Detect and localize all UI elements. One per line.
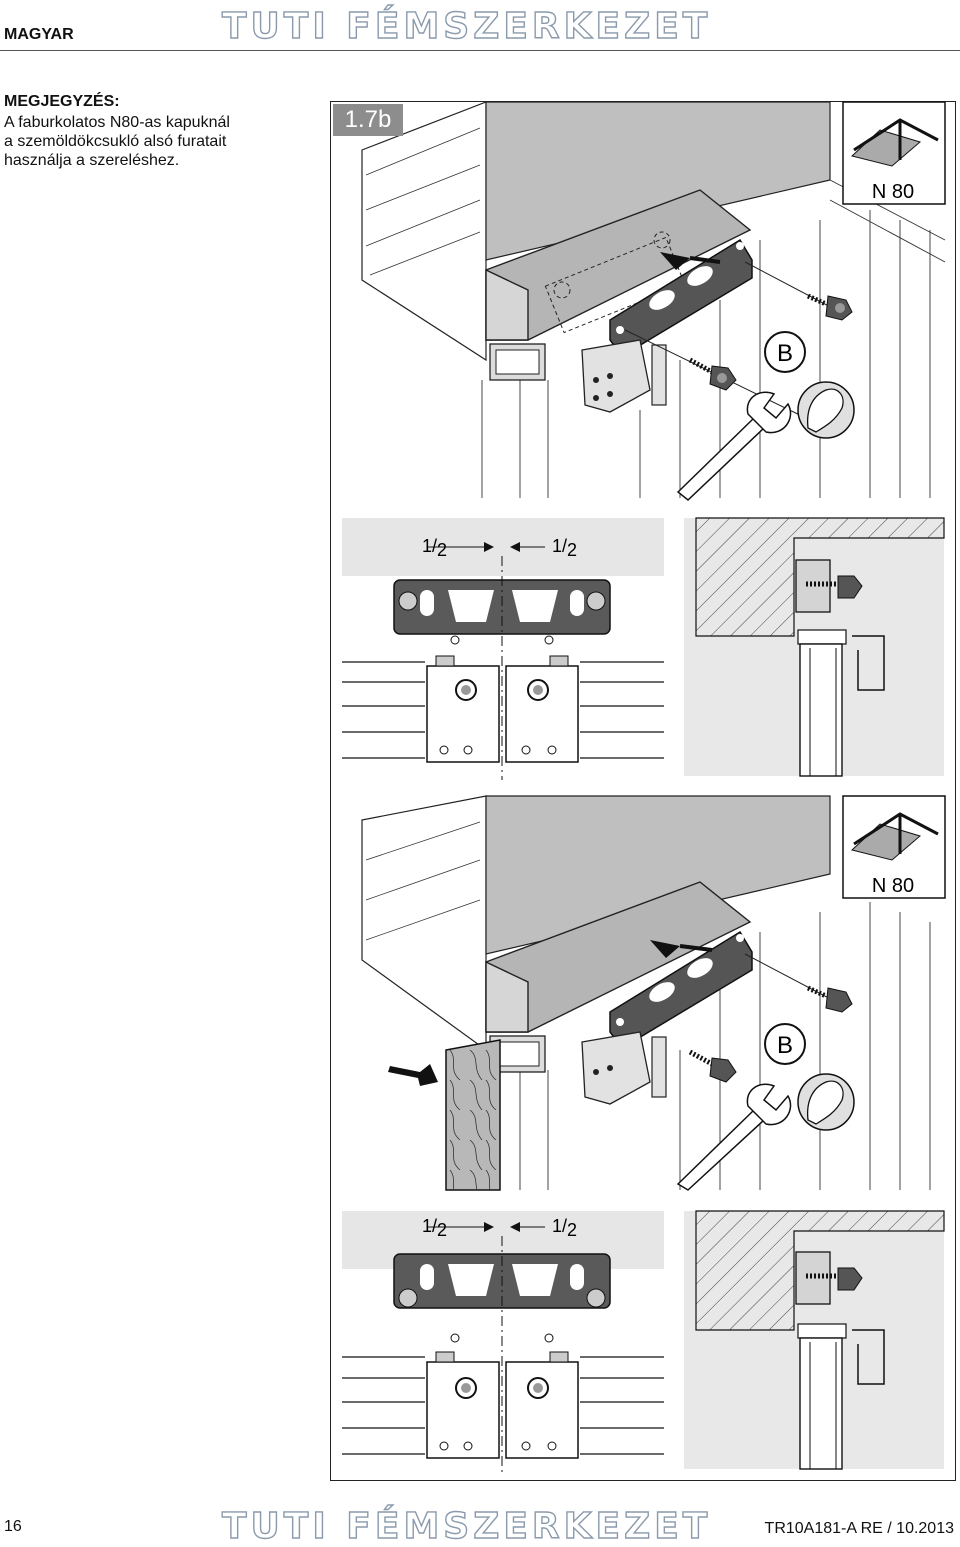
wrench-top <box>676 391 792 501</box>
model-box-bottom: N 80 <box>842 795 946 899</box>
screw-callout-bottom <box>764 1023 806 1065</box>
language-label: MAGYAR <box>4 26 74 43</box>
watermark-top: TUTI FÉMSZERKEZET <box>221 5 712 47</box>
screw-label-bottom: B <box>777 1032 793 1059</box>
half-right-top: 1/2 <box>552 536 577 560</box>
detail-front-top: 1/2 1/2 <box>342 518 664 780</box>
half-left-bottom: 1/2 <box>422 1216 447 1240</box>
note-block: MEGJEGYZÉS: A faburkolatos N80-as kapukn… <box>4 92 324 170</box>
hinge-plate-bottom <box>609 930 753 1049</box>
half-right-bottom: 1/2 <box>552 1216 577 1240</box>
wall-left <box>361 101 487 362</box>
note-line-3: használja a szereléshez. <box>4 152 180 169</box>
screw-callout-top <box>764 331 806 373</box>
header-divider <box>0 50 960 51</box>
model-label-top: N 80 <box>872 181 914 203</box>
model-box-top: N 80 <box>842 101 946 205</box>
page-number: 16 <box>4 1518 22 1535</box>
model-label-bottom: N 80 <box>872 875 914 897</box>
watermark-bottom: TUTI FÉMSZERKEZET <box>221 1505 712 1547</box>
note-title: MEGJEGYZÉS: <box>4 93 120 110</box>
detail-side-bottom <box>684 1210 945 1470</box>
hinge-plate-top <box>609 238 753 357</box>
step-label: 1.7b <box>333 104 403 136</box>
screw-top-upper <box>806 293 853 321</box>
screw-top-lower <box>688 357 737 391</box>
note-line-2: a szemöldökcsukló alsó furatait <box>4 133 227 150</box>
insert-arrow <box>388 1064 438 1086</box>
hinge-bracket-top <box>581 339 651 413</box>
half-left-top: 1/2 <box>422 536 447 560</box>
screw-label-top: B <box>777 340 793 367</box>
top-scene: B N 80 <box>361 101 946 501</box>
detail-front-bottom: 1/2 1/2 <box>342 1211 664 1472</box>
bottom-scene: B N 80 <box>361 795 946 1191</box>
document-code: TR10A181-A RE / 10.2013 <box>760 1520 954 1538</box>
note-line-1: A faburkolatos N80-as kapuknál <box>4 114 230 131</box>
detail-side-top <box>684 517 945 777</box>
